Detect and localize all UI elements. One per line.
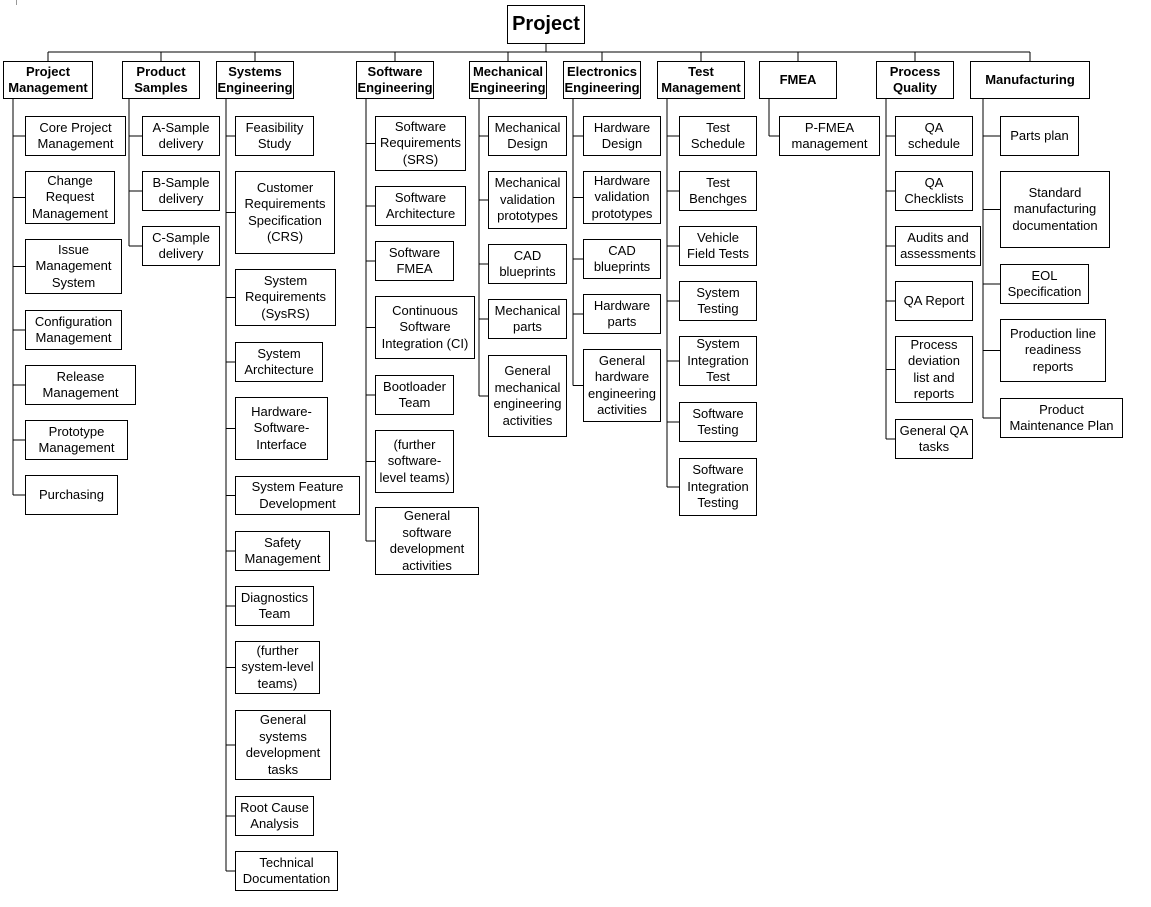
task-project-management-7[interactable]: Purchasing	[25, 475, 118, 515]
task-systems-engineering-10[interactable]: General systems development tasks	[235, 710, 331, 780]
task-electronics-engineering-2[interactable]: Hardware validation prototypes	[583, 171, 661, 224]
task-manufacturing-5[interactable]: Product Maintenance Plan	[1000, 398, 1123, 438]
task-process-quality-3[interactable]: Audits and assessments	[895, 226, 981, 266]
task-systems-engineering-11[interactable]: Root Cause Analysis	[235, 796, 314, 836]
task-systems-engineering-2[interactable]: Customer Requirements Specification (CRS…	[235, 171, 335, 254]
task-mechanical-engineering-3[interactable]: CAD blueprints	[488, 244, 567, 284]
task-product-samples-1[interactable]: A-Sample delivery	[142, 116, 220, 156]
task-project-management-3[interactable]: Issue Management System	[25, 239, 122, 294]
category-electronics-engineering[interactable]: Electronics Engineering	[563, 61, 641, 99]
task-systems-engineering-1[interactable]: Feasibility Study	[235, 116, 314, 156]
task-product-samples-2[interactable]: B-Sample delivery	[142, 171, 220, 211]
task-test-management-5[interactable]: System Integration Test	[679, 336, 757, 386]
task-mechanical-engineering-1[interactable]: Mechanical Design	[488, 116, 567, 156]
task-project-management-6[interactable]: Prototype Management	[25, 420, 128, 460]
category-mechanical-engineering[interactable]: Mechanical Engineering	[469, 61, 547, 99]
task-electronics-engineering-4[interactable]: Hardware parts	[583, 294, 661, 334]
task-electronics-engineering-3[interactable]: CAD blueprints	[583, 239, 661, 279]
task-systems-engineering-4[interactable]: System Architecture	[235, 342, 323, 382]
task-systems-engineering-7[interactable]: Safety Management	[235, 531, 330, 571]
task-test-management-2[interactable]: Test Benchges	[679, 171, 757, 211]
task-process-quality-4[interactable]: QA Report	[895, 281, 973, 321]
category-manufacturing[interactable]: Manufacturing	[970, 61, 1090, 99]
task-test-management-3[interactable]: Vehicle Field Tests	[679, 226, 757, 266]
task-mechanical-engineering-5[interactable]: General mechanical engineering activitie…	[488, 355, 567, 437]
task-systems-engineering-12[interactable]: Technical Documentation	[235, 851, 338, 891]
task-systems-engineering-8[interactable]: Diagnostics Team	[235, 586, 314, 626]
category-fmea[interactable]: FMEA	[759, 61, 837, 99]
category-test-management[interactable]: Test Management	[657, 61, 745, 99]
task-mechanical-engineering-2[interactable]: Mechanical validation prototypes	[488, 171, 567, 229]
task-software-engineering-2[interactable]: Software Architecture	[375, 186, 466, 226]
category-systems-engineering[interactable]: Systems Engineering	[216, 61, 294, 99]
task-software-engineering-3[interactable]: Software FMEA	[375, 241, 454, 281]
task-software-engineering-1[interactable]: Software Requirements (SRS)	[375, 116, 466, 171]
task-systems-engineering-9[interactable]: (further system-level teams)	[235, 641, 320, 694]
task-manufacturing-4[interactable]: Production line readiness reports	[1000, 319, 1106, 382]
task-mechanical-engineering-4[interactable]: Mechanical parts	[488, 299, 567, 339]
task-manufacturing-2[interactable]: Standard manufacturing documentation	[1000, 171, 1110, 248]
task-electronics-engineering-5[interactable]: General hardware engineering activities	[583, 349, 661, 422]
task-test-management-6[interactable]: Software Testing	[679, 402, 757, 442]
task-fmea-1[interactable]: P-FMEA management	[779, 116, 880, 156]
category-software-engineering[interactable]: Software Engineering	[356, 61, 434, 99]
task-software-engineering-4[interactable]: Continuous Software Integration (CI)	[375, 296, 475, 359]
task-process-quality-1[interactable]: QA schedule	[895, 116, 973, 156]
task-process-quality-6[interactable]: General QA tasks	[895, 419, 973, 459]
task-manufacturing-3[interactable]: EOL Specification	[1000, 264, 1089, 304]
category-product-samples[interactable]: Product Samples	[122, 61, 200, 99]
task-test-management-1[interactable]: Test Schedule	[679, 116, 757, 156]
task-test-management-7[interactable]: Software Integration Testing	[679, 458, 757, 516]
category-process-quality[interactable]: Process Quality	[876, 61, 954, 99]
task-software-engineering-6[interactable]: (further software- level teams)	[375, 430, 454, 493]
task-systems-engineering-5[interactable]: Hardware- Software- Interface	[235, 397, 328, 460]
task-project-management-2[interactable]: Change Request Management	[25, 171, 115, 224]
task-project-management-4[interactable]: Configuration Management	[25, 310, 122, 350]
root-node-project[interactable]: Project	[507, 5, 585, 44]
task-systems-engineering-3[interactable]: System Requirements (SysRS)	[235, 269, 336, 326]
task-systems-engineering-6[interactable]: System Feature Development	[235, 476, 360, 515]
task-project-management-1[interactable]: Core Project Management	[25, 116, 126, 156]
task-product-samples-3[interactable]: C-Sample delivery	[142, 226, 220, 266]
task-software-engineering-5[interactable]: Bootloader Team	[375, 375, 454, 415]
task-process-quality-2[interactable]: QA Checklists	[895, 171, 973, 211]
task-project-management-5[interactable]: Release Management	[25, 365, 136, 405]
corner-mark	[16, 0, 17, 5]
category-project-management[interactable]: Project Management	[3, 61, 93, 99]
task-electronics-engineering-1[interactable]: Hardware Design	[583, 116, 661, 156]
task-process-quality-5[interactable]: Process deviation list and reports	[895, 336, 973, 403]
task-software-engineering-7[interactable]: General software development activities	[375, 507, 479, 575]
task-test-management-4[interactable]: System Testing	[679, 281, 757, 321]
task-manufacturing-1[interactable]: Parts plan	[1000, 116, 1079, 156]
